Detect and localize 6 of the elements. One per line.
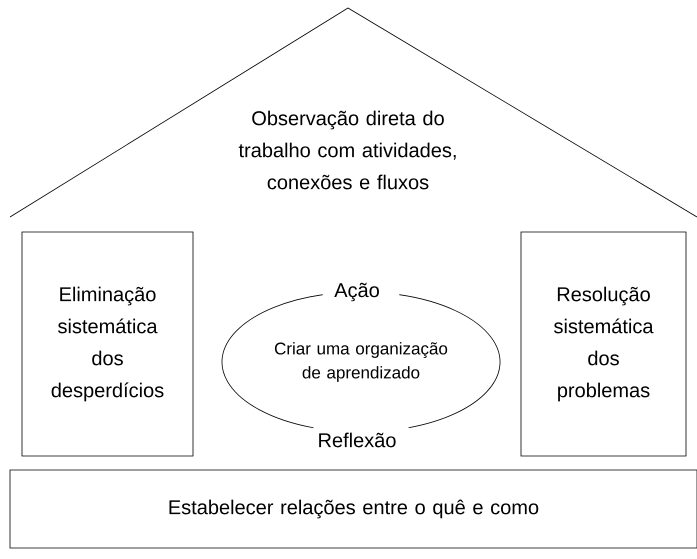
pillar-box: Resolução sistemática dos problemas bbox=[520, 232, 686, 456]
cycle-label: Ação bbox=[334, 282, 379, 302]
pillar-box: Eliminação sistemática dos desperdícios bbox=[22, 232, 194, 456]
ellipse-text: Criar uma organização de aprendizado bbox=[274, 342, 448, 382]
cycle-label: Reflexão bbox=[319, 432, 396, 448]
pillar-box: Estabelecer relações entre o quê e como bbox=[10, 470, 697, 548]
